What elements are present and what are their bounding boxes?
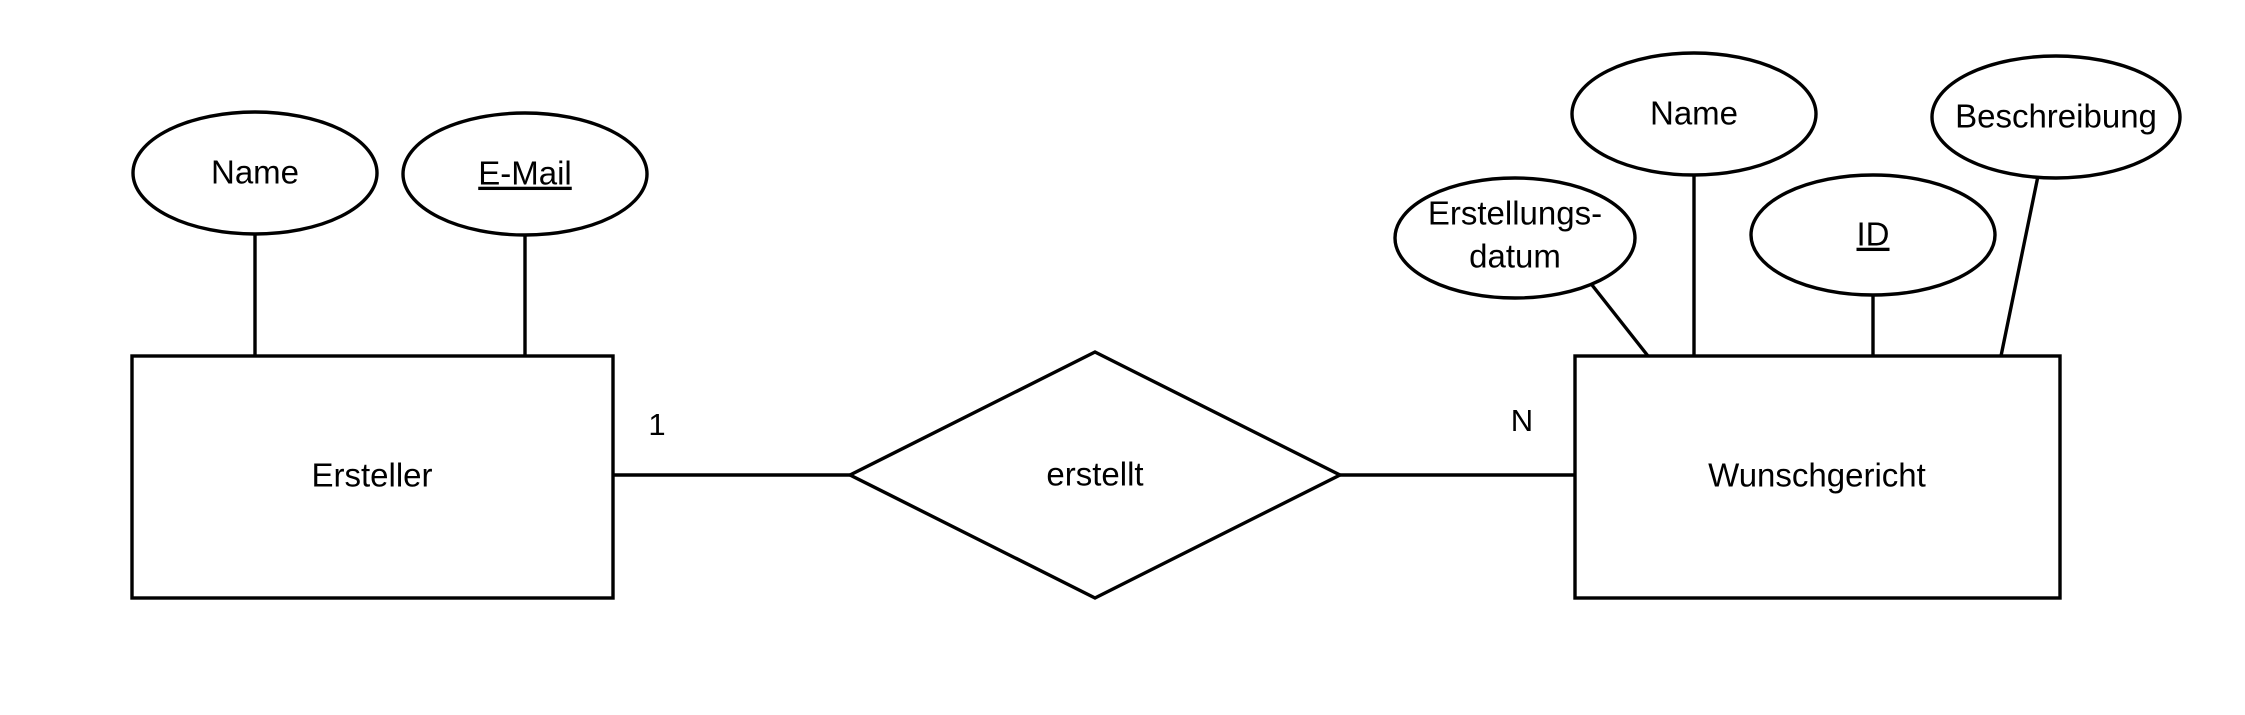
entity-ersteller-box[interactable] <box>130 354 615 600</box>
entity-wunschgericht-label: Wunschgericht <box>1708 457 1926 494</box>
relationship-erstellt-diamond[interactable] <box>846 350 1344 600</box>
attribute-wunschgericht-id[interactable]: ID <box>1749 173 1997 297</box>
entity-wunschgericht-box[interactable] <box>1573 354 2062 600</box>
cardinality-labels: 1 N <box>648 403 1533 442</box>
attribute-ersteller-email[interactable]: E-Mail <box>401 111 649 237</box>
attribute-ersteller-name-label: Name <box>211 154 299 191</box>
attribute-wunschgericht-erstellungsdatum-label-line2: datum <box>1469 238 1561 275</box>
cardinality-label-n: N <box>1511 403 1533 438</box>
attribute-wunschgericht-beschreibung[interactable]: Beschreibung <box>1930 54 2182 180</box>
attribute-wunschgericht-erstellungsdatum[interactable]: Erstellungs- datum <box>1393 176 1637 300</box>
relationship-erstellt[interactable]: erstellt <box>846 350 1344 600</box>
attribute-wunschgericht-id-label: ID <box>1857 216 1890 253</box>
attribute-ersteller-email-ellipse[interactable] <box>401 111 649 237</box>
entity-ersteller-label: Ersteller <box>311 457 432 494</box>
entity-wunschgericht[interactable]: Wunschgericht <box>1573 354 2062 600</box>
entity-ersteller[interactable]: Ersteller <box>130 354 615 600</box>
attribute-wunschgericht-erstellungsdatum-label-line1: Erstellungs- <box>1428 195 1602 232</box>
attribute-ersteller-name-ellipse[interactable] <box>131 110 379 236</box>
attribute-wunschgericht-name-ellipse[interactable] <box>1570 51 1818 177</box>
attribute-ersteller-name[interactable]: Name <box>131 110 379 236</box>
attribute-connectors <box>253 175 2040 358</box>
attribute-wunschgericht-beschreibung-ellipse[interactable] <box>1930 54 2182 180</box>
attribute-wunschgericht-name-label: Name <box>1650 95 1738 132</box>
connector-wunschgericht-beschreibung <box>1999 175 2040 357</box>
attribute-wunschgericht-name[interactable]: Name <box>1570 51 1818 177</box>
attribute-wunschgericht-id-ellipse[interactable] <box>1749 173 1997 297</box>
connector-wunschgericht-erstellungsdatum <box>1590 283 1650 358</box>
attribute-wunschgericht-erstellungsdatum-ellipse[interactable] <box>1393 176 1637 300</box>
attribute-wunschgericht-beschreibung-label: Beschreibung <box>1955 98 2157 135</box>
attribute-ersteller-email-label: E-Mail <box>478 155 572 192</box>
cardinality-label-one: 1 <box>648 407 665 442</box>
relationship-erstellt-label: erstellt <box>1046 456 1143 493</box>
